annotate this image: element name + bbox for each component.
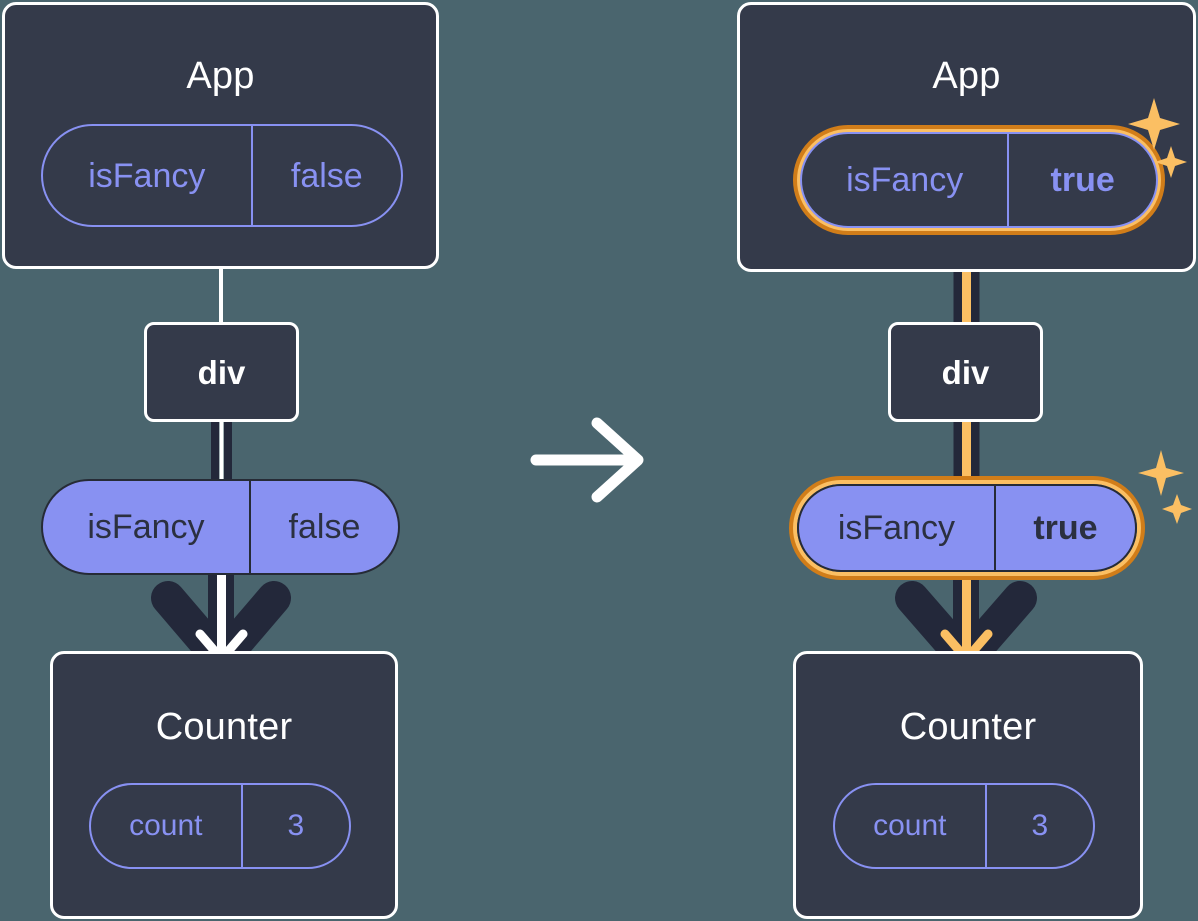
- left-div-label: div: [197, 353, 246, 391]
- right-props-pill[interactable]: isFancy true: [797, 484, 1137, 572]
- left-props-pill[interactable]: isFancy false: [41, 479, 400, 575]
- left-counter-state-key: count: [129, 809, 203, 842]
- left-props-key: isFancy: [87, 508, 205, 546]
- left-counter-state-value: 3: [240, 785, 349, 867]
- left-app-title: App: [186, 55, 255, 97]
- right-props-key: isFancy: [837, 509, 955, 547]
- left-app-state-pill[interactable]: isFancy false: [41, 124, 403, 227]
- left-props-value: false: [248, 481, 398, 573]
- transition-arrow-icon: [530, 417, 644, 503]
- left-counter-title: Counter: [155, 706, 293, 748]
- right-counter-title: Counter: [899, 706, 1037, 748]
- right-app-title: App: [932, 55, 1001, 97]
- right-div-label: div: [941, 353, 990, 391]
- right-counter-state-key: count: [873, 809, 947, 842]
- right-app-state-pill[interactable]: isFancy true: [800, 132, 1158, 228]
- right-counter-state-value: 3: [984, 785, 1093, 867]
- right-counter-state-pill[interactable]: count 3: [833, 783, 1095, 869]
- left-counter-state-pill[interactable]: count 3: [89, 783, 351, 869]
- left-app-state-value: false: [250, 126, 401, 225]
- left-app-state-key: isFancy: [88, 156, 206, 195]
- right-props-sparkles-icon: [1138, 450, 1192, 524]
- right-props-value: true: [993, 486, 1135, 570]
- left-div-node[interactable]: div: [144, 322, 299, 422]
- right-app-sparkles-icon: [1128, 98, 1187, 178]
- right-div-node[interactable]: div: [888, 322, 1043, 422]
- right-app-state-key: isFancy: [846, 161, 964, 199]
- right-app-state-value: true: [1007, 134, 1156, 226]
